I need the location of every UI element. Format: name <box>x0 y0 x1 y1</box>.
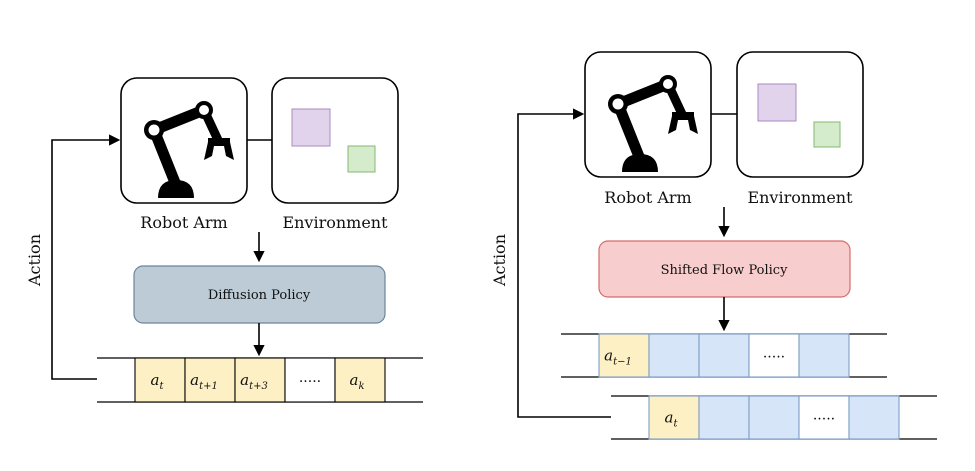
left-seq-action-sub-4: k <box>358 381 364 392</box>
right-sequence-row-1: at−1..... <box>598 333 850 378</box>
right-row1-cell-1 <box>648 333 700 378</box>
right-row1-cell-0 <box>598 333 650 378</box>
left-seq-cell-1 <box>184 357 236 403</box>
shifted-flow-policy-label: Shifted Flow Policy <box>661 263 789 278</box>
right-row2-cell-2 <box>748 395 800 440</box>
right-row2-cell-4 <box>848 395 900 440</box>
right-row2-action-base-0: a <box>665 409 674 427</box>
right-env-purple-block <box>757 83 797 122</box>
right-robot-label: Robot Arm <box>604 188 691 207</box>
left-env-green-block <box>347 145 376 173</box>
right-environment-box <box>736 51 864 178</box>
right-environment-label: Environment <box>747 188 853 207</box>
left-seq-action-base-0: a <box>151 371 160 389</box>
left-environment-box <box>271 77 399 204</box>
diffusion-policy-label: Diffusion Policy <box>208 288 311 303</box>
right-row1-ellipsis: ..... <box>763 346 785 362</box>
right-row2-action-sub-0: t <box>673 419 678 430</box>
left-seq-cell-0 <box>134 357 186 403</box>
right-sequence-row-2: at..... <box>648 395 900 440</box>
right-row1-cell-2 <box>698 333 750 378</box>
right-row2-action-label-0: at <box>665 409 679 430</box>
right-row2-ellipsis: ..... <box>813 408 835 424</box>
left-seq-action-base-4: a <box>349 371 358 389</box>
right-row1-action-label-0: at−1 <box>604 347 632 368</box>
left-diagram: Robot Arm Environment Diffusion Policy a… <box>25 77 423 403</box>
left-seq-action-label-0: at <box>151 371 165 392</box>
left-seq-action-sub-1: t+1 <box>199 381 218 392</box>
left-env-purple-block <box>291 108 331 147</box>
left-seq-action-label-2: at+3 <box>240 371 268 392</box>
right-diagram: Robot Arm Environment Shifted Flow Polic… <box>490 51 937 440</box>
right-row1-action-sub-0: t−1 <box>613 357 632 368</box>
left-seq-action-sub-0: t <box>159 381 164 392</box>
right-action-label: Action <box>490 234 509 287</box>
right-env-green-block <box>813 121 841 148</box>
right-row1-cell-4 <box>798 333 850 378</box>
left-seq-cell-3 <box>284 357 336 403</box>
left-seq-action-label-4: ak <box>349 371 364 392</box>
right-row2-cell-3 <box>798 395 850 440</box>
left-seq-action-base-1: a <box>190 371 199 389</box>
left-seq-action-base-2: a <box>240 371 249 389</box>
right-row2-cell-1 <box>698 395 750 440</box>
left-seq-ellipsis: ..... <box>299 370 321 386</box>
left-seq-action-label-1: at+1 <box>190 371 218 392</box>
left-robot-label: Robot Arm <box>140 213 227 232</box>
left-seq-action-sub-2: t+3 <box>249 381 268 392</box>
right-row1-cell-3 <box>748 333 800 378</box>
left-seq-cell-4 <box>334 357 386 403</box>
right-row2-cell-0 <box>648 395 700 440</box>
left-environment-label: Environment <box>282 213 388 232</box>
right-row1-action-base-0: a <box>604 347 613 365</box>
left-action-label: Action <box>25 234 44 287</box>
